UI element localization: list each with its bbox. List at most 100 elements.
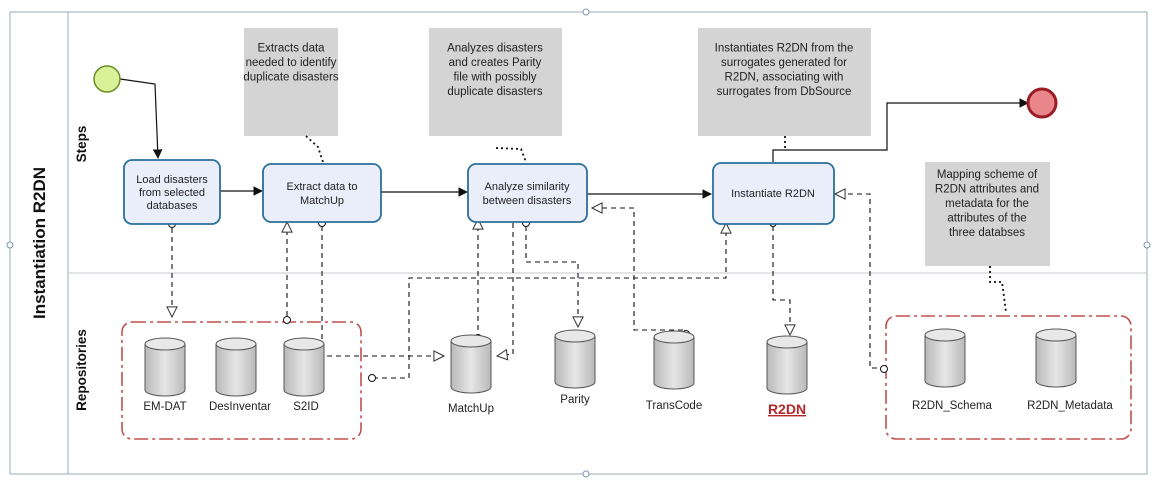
cylinder-top [554,329,596,343]
task-analyze-similarity[interactable] [467,163,588,223]
datastore-emdat-label: EM-DAT [143,401,186,413]
cylinder-top [653,330,695,344]
datastore-matchup[interactable]: MatchUp [448,334,494,415]
annotation-mapping-text-line: three databses [949,227,1025,239]
task-instantiate-label-line: Instantiate R2DN [731,188,815,200]
assoc-origin-mapping [880,365,888,373]
task-analyze-label-line: Analyze similarity [485,181,570,193]
datastore-s2id-label: S2ID [293,401,319,413]
annotation-instantiate-text-line: surrogates from DbSource [717,86,852,98]
start-event[interactable] [93,65,121,93]
annotation-mapping-text-line: Mapping scheme of [937,169,1038,181]
annotation-mapping-text: Mapping scheme of R2DN attributes and meta… [935,169,1039,239]
selection-handle-bottom[interactable] [582,470,590,478]
datastore-r2dn-metadata-label: R2DN_Metadata [1027,400,1113,412]
datastore-transcode[interactable]: TransCode [646,330,702,412]
cylinder-body [653,337,695,390]
cylinder-body [215,344,257,397]
annotation-mapping-text-line: metadata for the [945,198,1029,210]
cylinder-top [144,337,186,351]
datastore-parity[interactable]: Parity [554,329,596,406]
annotation-analyze-text-line: duplicate disasters [447,86,542,98]
selection-handle-right[interactable] [1143,241,1151,249]
annotation-mapping [925,162,1050,266]
task-instantiate-label: Instantiate R2DN [731,188,815,200]
cylinder-top [283,337,325,351]
cylinder-body [144,344,186,397]
datastore-desinventar-label: DesInventar [209,401,271,413]
datastore-r2dn-label: R2DN [768,401,806,417]
annotation-instantiate-text-line: R2DN, associating with [725,71,844,83]
annotation-extract [244,28,338,136]
selection-handle-top[interactable] [582,8,590,16]
selection-handle-left[interactable] [6,241,14,249]
association-mapping [989,266,1007,313]
annotation-mapping-text-line: attributes of the [947,213,1026,225]
datastore-r2dn-metadata[interactable]: R2DN_Metadata [1027,328,1113,412]
cylinder-body [283,344,325,397]
task-load-label-line: Load disasters [136,174,208,186]
annotation-analyze-text-line: and creates Parity [449,57,542,69]
group-r2dn-mapping [885,315,1132,440]
cylinder-top [1035,328,1077,342]
annotation-instantiate-text-line: surrogates generated for [721,57,847,69]
annotation-analyze-text: Analyzes disasters and creates Parity file… [447,42,543,98]
end-event[interactable] [1026,87,1058,119]
task-analyze-label: Analyze similarity between disasters [483,181,572,207]
task-load-label-line: from selected [139,187,205,199]
annotation-extract-text: Extracts data needed to identify duplicate… [243,43,338,84]
task-load-disasters[interactable] [123,159,221,225]
task-extract-label: Extract data to MatchUp [287,181,358,207]
datastore-r2dn-schema-label: R2DN_Schema [912,400,992,412]
data-assoc-analyze-to-matchup [497,223,514,356]
cylinder-top [766,335,808,349]
task-load-label-line: databases [147,200,198,212]
association-extract [305,135,324,163]
annotation-analyze-text-line: Analyzes disasters [447,42,543,54]
datastore-desinventar[interactable]: DesInventar [209,337,271,413]
annotation-extract-text-line: duplicate disasters [243,72,338,84]
task-instantiate-r2dn[interactable] [712,162,835,225]
cylinder-top [924,328,966,342]
data-assoc-analyze-to-parity [525,226,578,327]
annotation-extract-text-line: Extracts data [257,43,325,55]
datastore-transcode-label: TransCode [646,400,702,412]
annotation-extract-text-line: needed to identify [246,57,337,69]
datastore-parity-label: Parity [560,394,590,406]
datastore-r2dn[interactable]: R2DN [766,335,808,417]
pool-title: Instantiation R2DN [30,167,49,319]
annotation-analyze-text-line: file with possibly [453,71,536,83]
datastore-s2id[interactable]: S2ID [283,337,325,413]
lane-label-repositories: Repositories [74,329,89,411]
annotation-mapping-text-line: R2DN attributes and [935,184,1039,196]
data-assoc-mapping-to-instantiate [835,194,886,369]
cylinder-top [215,337,257,351]
datastore-emdat[interactable]: EM-DAT [143,337,187,413]
flow-instantiate-to-end [772,98,1029,162]
annotation-instantiate-text: Instantiates R2DN from the surrogates gen… [715,42,854,98]
annotation-instantiate-text-line: Instantiates R2DN from the [715,42,854,54]
data-assoc-instantiate-to-r2dn [772,226,790,335]
cylinder-body [766,342,808,395]
cylinder-body [1035,335,1077,388]
datastore-matchup-label: MatchUp [448,403,494,415]
annotation-analyze [429,28,562,136]
assoc-origin-sources [368,374,376,382]
flow-start-to-load [119,78,163,159]
annotation-instantiate [698,28,871,136]
task-extract-data[interactable] [262,163,382,223]
association-analyze [495,147,527,163]
cylinder-body [554,336,596,389]
cylinder-body [450,341,492,394]
lane-label-steps: Steps [74,126,89,163]
task-analyze-label-line: between disasters [483,195,572,207]
task-extract-label-line: MatchUp [300,195,344,207]
cylinder-top [450,334,492,348]
group-source-databases [121,321,362,440]
task-extract-label-line: Extract data to [287,181,358,193]
assoc-origin-s2id [283,316,291,324]
cylinder-body [924,335,966,388]
datastore-r2dn-schema[interactable]: R2DN_Schema [912,328,993,412]
